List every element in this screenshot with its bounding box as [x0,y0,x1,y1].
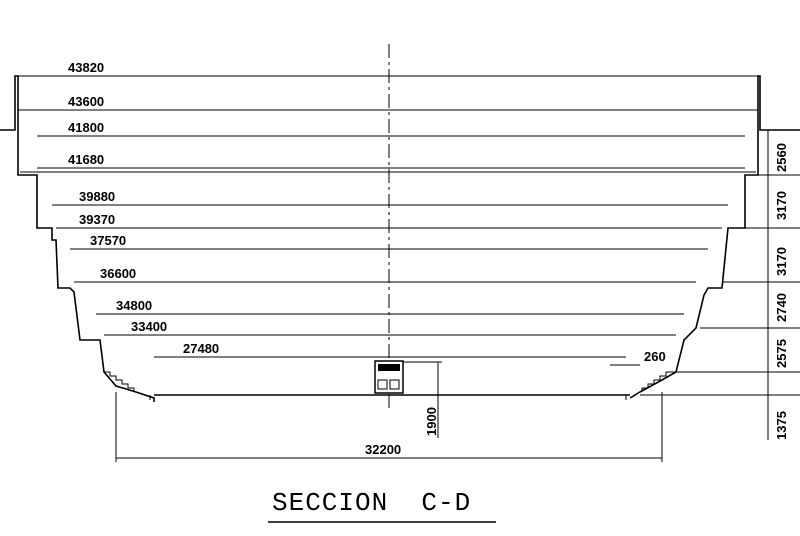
width-dimensions [15,75,760,462]
height-dimensions [403,129,800,440]
dim-3170-upper: 3170 [774,191,789,220]
dim-34800: 34800 [116,298,152,313]
dim-1375: 1375 [774,411,789,440]
dim-2560: 2560 [774,143,789,172]
dim-32200: 32200 [365,442,401,457]
dim-2575: 2575 [774,339,789,368]
central-equipment-box [374,360,404,394]
dim-3170-lower: 3170 [774,247,789,276]
dim-41800: 41800 [68,120,104,135]
dim-39370: 39370 [79,212,115,227]
dim-2740: 2740 [774,293,789,322]
dim-43600: 43600 [68,94,104,109]
dim-41680: 41680 [68,152,104,167]
dim-37570: 37570 [90,233,126,248]
dim-27480: 27480 [183,341,219,356]
dim-33400: 33400 [131,319,167,334]
drawing-title: SECCION C-D [272,488,471,518]
dim-36600: 36600 [100,266,136,281]
dim-43820: 43820 [68,60,104,75]
dim-1900: 1900 [424,407,439,436]
dim-39880: 39880 [79,189,115,204]
dim-260: 260 [644,349,666,364]
